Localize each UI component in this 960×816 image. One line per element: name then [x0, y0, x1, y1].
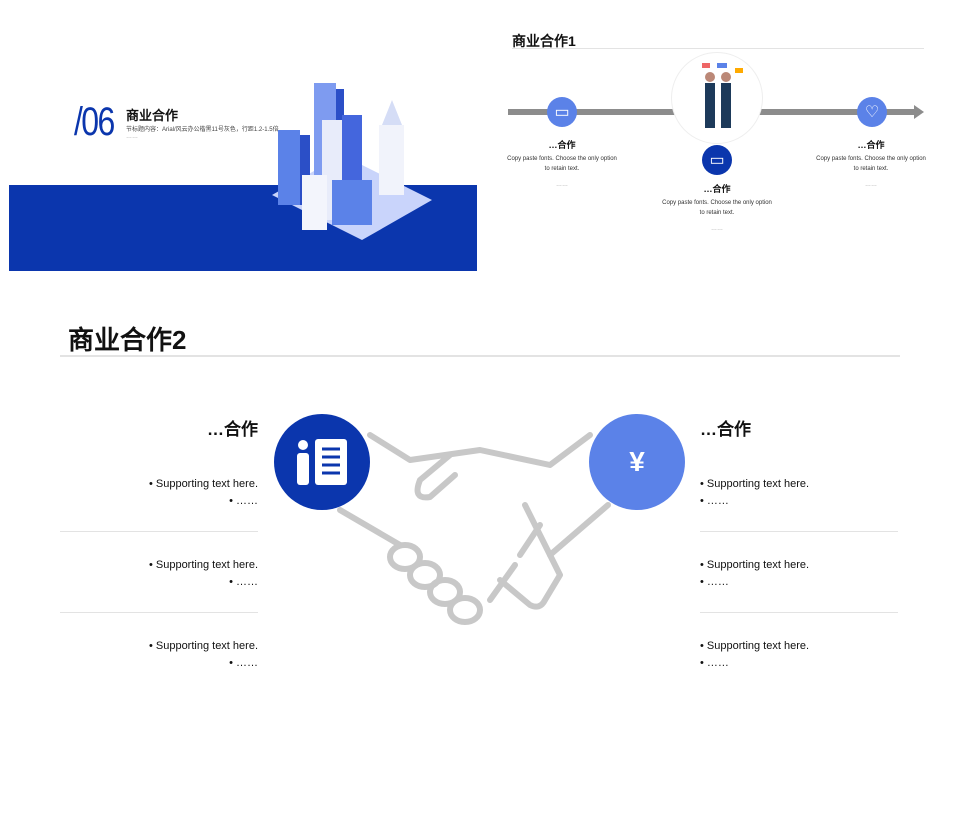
section-number: /06	[74, 100, 115, 144]
right-group: • Supporting text here.• …… • Supporting…	[700, 478, 898, 669]
section-subtitle: 节标题内容：Arial/风云办公楷黑11号灰色，行距1.2-1.5倍	[126, 127, 279, 133]
slide2-title: 商业合作1	[512, 33, 576, 49]
yen-symbol: ¥	[629, 446, 645, 477]
left-heading: …合作	[207, 420, 258, 439]
person-document-icon	[274, 414, 370, 510]
title-divider	[60, 355, 900, 357]
handshake-icon	[337, 432, 611, 625]
city-buildings-illustration	[272, 83, 432, 240]
arrow-head-icon	[914, 105, 924, 119]
slide3-title: 商业合作2	[68, 325, 187, 355]
section-title: 商业合作	[126, 108, 179, 123]
laptop-icon: ▭	[547, 97, 577, 127]
business-people-illustration	[671, 52, 763, 144]
left-group: • Supporting text here.• …… • Supporting…	[60, 478, 258, 669]
hand-yen-icon: ¥	[589, 414, 685, 510]
right-heading: …合作	[700, 420, 751, 439]
section-dots: ……	[126, 134, 138, 140]
laptop-heart-icon: ♡	[857, 97, 887, 127]
title-divider	[512, 48, 924, 49]
laptop-icon: ▭	[702, 145, 732, 175]
